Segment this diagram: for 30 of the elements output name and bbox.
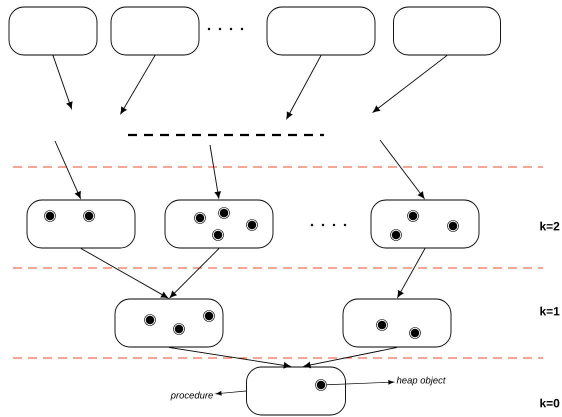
arrow [380, 140, 424, 199]
rounded-box [8, 6, 98, 56]
arrow [168, 347, 291, 368]
rounded-box [110, 6, 200, 56]
leader-arrow [326, 380, 394, 386]
arrow [286, 55, 322, 120]
rounded-box [370, 200, 480, 248]
rounded-box [246, 366, 346, 416]
rounded-box [393, 6, 501, 56]
arrow [52, 55, 72, 109]
node-label: heap object [396, 376, 446, 386]
arrow [304, 347, 398, 368]
rounded-box [164, 200, 274, 248]
rounded-box [266, 6, 376, 56]
heap-object-dot [315, 379, 327, 391]
rounded-box [26, 200, 136, 248]
node-label: procedure [170, 392, 213, 400]
leader-arrow [216, 390, 246, 396]
arrow [397, 248, 426, 298]
rounded-box [342, 298, 452, 348]
rounded-box [114, 298, 224, 348]
arrow [210, 144, 221, 198]
level-label: k=2 [540, 222, 560, 230]
arrow [170, 248, 220, 298]
arrow [54, 140, 81, 199]
arrow [372, 55, 448, 112]
level-label: k=1 [540, 306, 560, 316]
arrow [80, 248, 168, 298]
level-label: k=0 [540, 398, 560, 408]
arrow [120, 55, 156, 114]
